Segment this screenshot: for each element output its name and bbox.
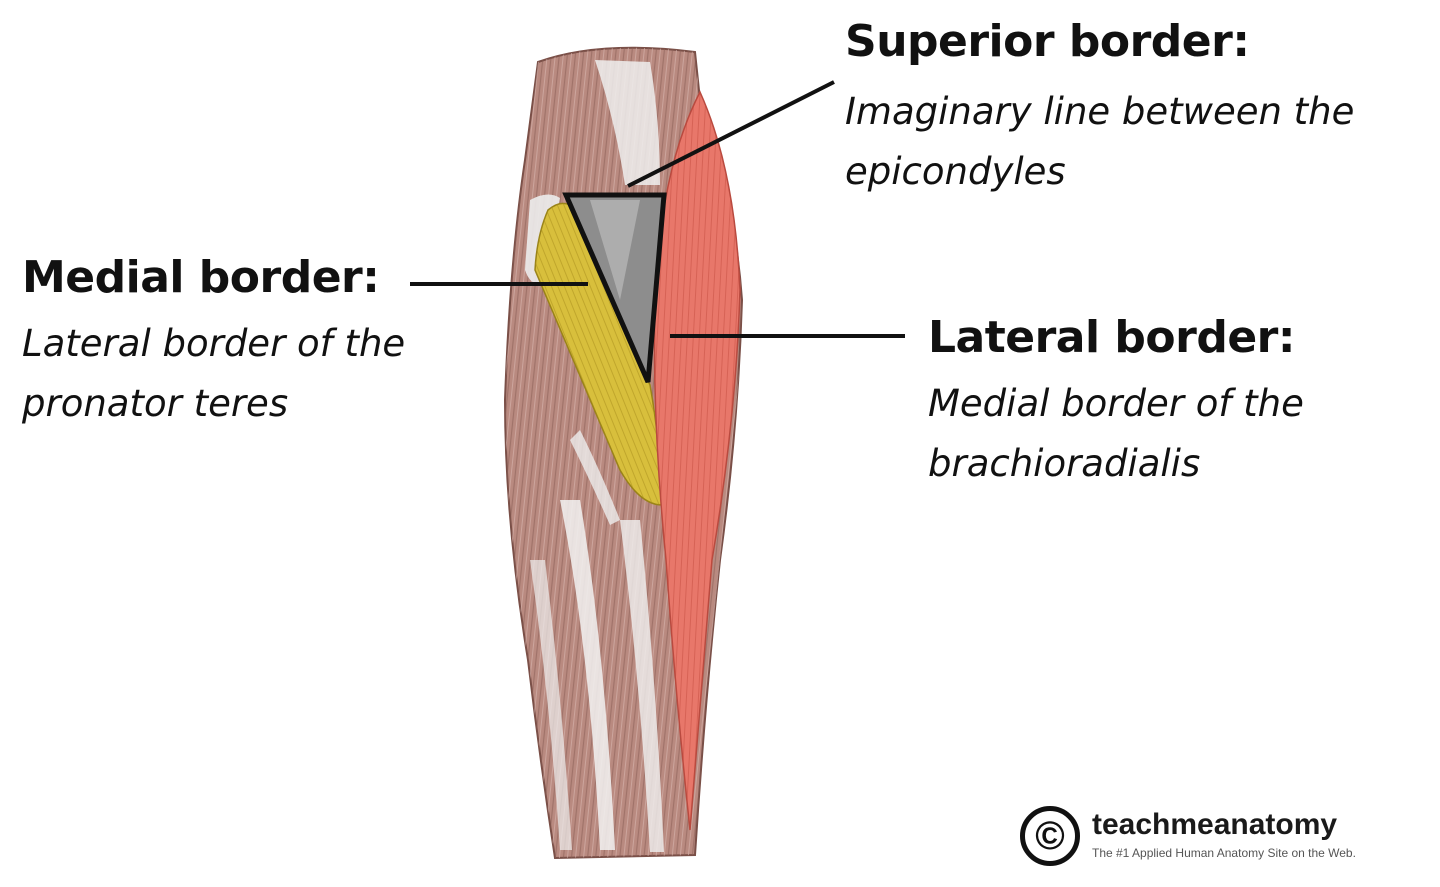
superior-border-line-1: Imaginary line between the [845, 90, 1355, 133]
lateral-border-description: Medial border of the brachioradialis [928, 374, 1304, 494]
brachioradialis-fibers [654, 92, 740, 830]
medial-border-label: Medial border: Lateral border of the pro… [22, 256, 405, 434]
tendon-lower-4 [570, 430, 620, 525]
brand-name: teachmeanatomy [1092, 808, 1338, 841]
fossa-highlight [590, 200, 640, 300]
brand-tagline: The #1 Applied Human Anatomy Site on the… [1092, 846, 1356, 860]
copyright-icon: © [1020, 806, 1080, 866]
tendon-lower-3 [530, 560, 572, 850]
superior-border-heading: Superior border: [845, 16, 1250, 67]
medial-border-description: Lateral border of the pronator teres [22, 314, 405, 434]
superior-border-description: Imaginary line between the epicondyles [845, 82, 1354, 202]
lateral-border-line-2: brachioradialis [928, 442, 1201, 485]
lateral-border-label: Lateral border: Medial border of the bra… [928, 316, 1304, 494]
tendon-lower-2 [620, 520, 664, 852]
lateral-border-heading: Lateral border: [928, 312, 1295, 363]
medial-border-line-1: Lateral border of the [22, 322, 406, 365]
superior-border-line-2: epicondyles [845, 150, 1066, 193]
tendon-lower-1 [560, 500, 615, 850]
lateral-border-line-1: Medial border of the [928, 382, 1304, 425]
pronator-teres-fibers [535, 203, 662, 506]
medial-border-heading: Medial border: [22, 252, 380, 303]
superior-border-pointer [627, 80, 835, 188]
cubital-fossa-outline [562, 192, 667, 384]
tendon-upper [595, 60, 660, 185]
cubital-fossa [566, 195, 664, 382]
medial-border-line-2: pronator teres [22, 382, 289, 425]
superior-border-label: Superior border: Imaginary line between … [845, 20, 1354, 202]
